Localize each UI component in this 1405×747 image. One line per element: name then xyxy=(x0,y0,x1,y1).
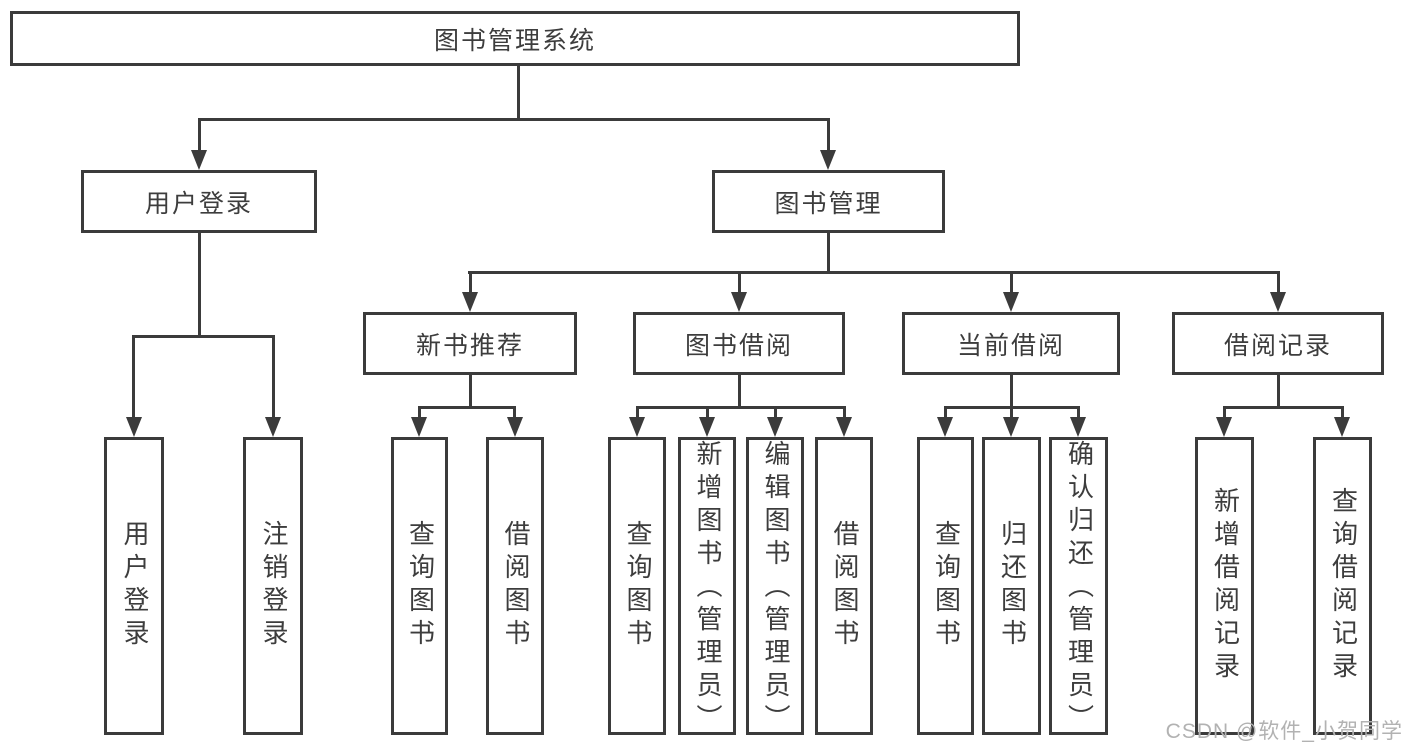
connector-leaf-drop xyxy=(1341,406,1344,419)
leaf-query-books-current: 查询图书 xyxy=(917,437,974,735)
leaf-logout: 注销登录 xyxy=(243,437,303,735)
leaf-borrow-books-recommend: 借阅图书 xyxy=(486,437,544,735)
connector-leaf-drop xyxy=(706,406,709,419)
leaf-add-books-admin: 新增图书（管理员） xyxy=(678,437,736,737)
arrow-down-icon xyxy=(767,417,783,437)
connector-mgmt-stem xyxy=(827,233,830,274)
arrow-down-icon xyxy=(462,292,478,312)
watermark: CSDN @软件_小贺同学 xyxy=(1165,720,1403,743)
connector-book-mgmt-drop xyxy=(827,118,830,153)
arrow-down-icon xyxy=(937,417,953,437)
connector-mgmt-rail xyxy=(468,271,1280,274)
leaf-query-borrow-record: 查询借阅记录 xyxy=(1313,437,1372,735)
connector-user-login-drop xyxy=(198,118,201,153)
leaf-label: 用户登录 xyxy=(119,520,150,652)
leaf-label: 查询图书 xyxy=(622,520,653,652)
branch-book-management: 图书管理 xyxy=(712,170,945,233)
leaf-label: 查询图书 xyxy=(931,520,962,652)
connector-section-stem xyxy=(1277,375,1280,409)
leaf-user-login: 用户登录 xyxy=(104,437,164,735)
arrow-down-icon xyxy=(1270,292,1286,312)
connector-leaf-drop xyxy=(272,335,275,419)
connector-leaf-drop xyxy=(513,406,516,419)
connector-leaf-drop xyxy=(1223,406,1226,419)
arrow-down-icon xyxy=(1003,292,1019,312)
connector-root-rail xyxy=(198,118,830,121)
arrow-down-icon xyxy=(1003,417,1019,437)
node-root-label: 图书管理系统 xyxy=(433,26,596,55)
connector-leaf-drop xyxy=(944,406,947,419)
connector-section-drop xyxy=(1010,271,1013,295)
section-borrow-records: 借阅记录 xyxy=(1172,312,1384,375)
connector-section-rail xyxy=(1223,406,1344,409)
connector-section-stem xyxy=(469,375,472,409)
arrow-down-icon xyxy=(1334,417,1350,437)
section-label: 新书推荐 xyxy=(415,331,524,360)
section-current-borrow: 当前借阅 xyxy=(902,312,1120,375)
connector-section-drop xyxy=(469,271,472,295)
leaf-label: 借阅图书 xyxy=(829,520,860,652)
section-label: 当前借阅 xyxy=(956,331,1065,360)
section-new-book-recommend: 新书推荐 xyxy=(363,312,577,375)
connector-section-rail xyxy=(636,406,845,409)
arrow-down-icon xyxy=(411,417,427,437)
section-label: 借阅记录 xyxy=(1223,331,1332,360)
leaf-label: 新增图书（管理员） xyxy=(692,440,723,737)
arrow-down-icon xyxy=(126,417,142,437)
connector-section-rail xyxy=(418,406,516,409)
connector-leaf-drop xyxy=(636,406,639,419)
node-root: 图书管理系统 xyxy=(10,11,1020,66)
section-book-borrow: 图书借阅 xyxy=(633,312,845,375)
connector-leaf-drop xyxy=(843,406,846,419)
leaf-label: 新增借阅记录 xyxy=(1210,487,1241,685)
leaf-borrow-books: 借阅图书 xyxy=(815,437,873,735)
arrow-down-icon xyxy=(731,292,747,312)
leaf-add-borrow-record: 新增借阅记录 xyxy=(1195,437,1254,735)
connector-leaf-drop xyxy=(132,335,135,419)
arrow-down-icon xyxy=(507,417,523,437)
leaf-query-books-recommend: 查询图书 xyxy=(391,437,448,735)
leaf-query-books-borrow: 查询图书 xyxy=(608,437,666,735)
leaf-label: 确认归还（管理员） xyxy=(1064,440,1095,737)
connector-leaf-drop xyxy=(1010,406,1013,419)
arrow-down-icon xyxy=(265,417,281,437)
leaf-return-books: 归还图书 xyxy=(982,437,1041,735)
connector-leaf-drop xyxy=(774,406,777,419)
connector-leaf-drop xyxy=(1077,406,1080,419)
connector-user-branch-rail xyxy=(132,335,275,338)
connector-section-stem xyxy=(738,375,741,409)
connector-section-stem xyxy=(1010,375,1013,409)
leaf-label: 查询借阅记录 xyxy=(1328,487,1359,685)
arrow-down-icon xyxy=(699,417,715,437)
connector-root-stem xyxy=(517,66,520,121)
branch-book-management-label: 图书管理 xyxy=(774,189,883,218)
connector-section-drop xyxy=(1277,271,1280,295)
connector-section-drop xyxy=(738,271,741,295)
connector-leaf-drop xyxy=(418,406,421,419)
arrow-down-icon xyxy=(820,150,836,170)
connector-user-branch-stem xyxy=(198,233,201,338)
arrow-down-icon xyxy=(836,417,852,437)
section-label: 图书借阅 xyxy=(684,331,793,360)
arrow-down-icon xyxy=(1070,417,1086,437)
leaf-label: 编辑图书（管理员） xyxy=(760,440,791,737)
leaf-label: 查询图书 xyxy=(405,520,436,652)
arrow-down-icon xyxy=(191,150,207,170)
leaf-label: 归还图书 xyxy=(997,520,1028,652)
branch-user-login: 用户登录 xyxy=(81,170,317,233)
arrow-down-icon xyxy=(629,417,645,437)
branch-user-login-label: 用户登录 xyxy=(144,189,253,218)
arrow-down-icon xyxy=(1216,417,1232,437)
leaf-confirm-return-admin: 确认归还（管理员） xyxy=(1049,437,1108,737)
leaf-label: 注销登录 xyxy=(258,520,289,652)
leaf-edit-books-admin: 编辑图书（管理员） xyxy=(746,437,804,737)
leaf-label: 借阅图书 xyxy=(500,520,531,652)
